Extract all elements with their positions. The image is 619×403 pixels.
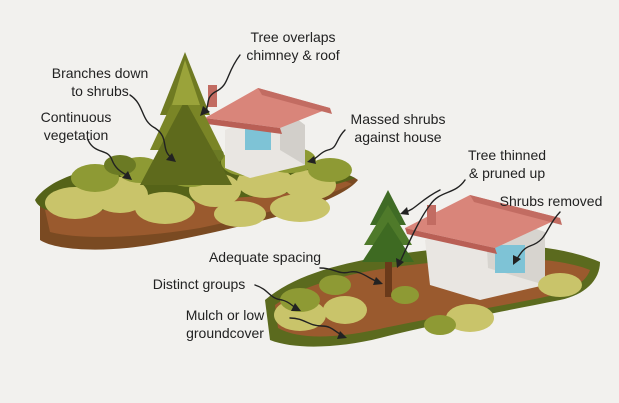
label-tree-overlaps-line1: Tree overlaps xyxy=(218,28,368,46)
arrow-head-tree-thinned-2 xyxy=(400,207,409,215)
label-adequate-spacing-text: Adequate spacing xyxy=(200,248,330,266)
label-tree-thinned: Tree thinned & pruned up xyxy=(452,146,562,182)
label-tree-thinned-line2: & pruned up xyxy=(452,164,562,182)
label-branches-down-line2: to shrubs xyxy=(40,82,160,100)
label-mulch-groundcover-line2: groundcover xyxy=(166,324,284,342)
label-mulch-groundcover: Mulch or low groundcover xyxy=(166,306,284,342)
label-continuous-vegetation-line1: Continuous xyxy=(26,108,126,126)
label-distinct-groups-text: Distinct groups xyxy=(140,275,258,293)
label-continuous-vegetation: Continuous vegetation xyxy=(26,108,126,144)
label-tree-overlaps: Tree overlaps chimney & roof xyxy=(218,28,368,64)
label-shrubs-removed: Shrubs removed xyxy=(492,192,610,210)
label-tree-thinned-line1: Tree thinned xyxy=(452,146,562,164)
label-massed-shrubs: Massed shrubs against house xyxy=(338,110,458,146)
label-mulch-groundcover-line1: Mulch or low xyxy=(166,306,284,324)
label-adequate-spacing: Adequate spacing xyxy=(200,248,330,266)
label-branches-down-line1: Branches down xyxy=(40,64,160,82)
label-massed-shrubs-line1: Massed shrubs xyxy=(338,110,458,128)
label-massed-shrubs-line2: against house xyxy=(338,128,458,146)
label-tree-overlaps-line2: chimney & roof xyxy=(218,46,368,64)
label-distinct-groups: Distinct groups xyxy=(140,275,258,293)
label-continuous-vegetation-line2: vegetation xyxy=(26,126,126,144)
label-branches-down: Branches down to shrubs xyxy=(40,64,160,100)
label-shrubs-removed-text: Shrubs removed xyxy=(492,192,610,210)
